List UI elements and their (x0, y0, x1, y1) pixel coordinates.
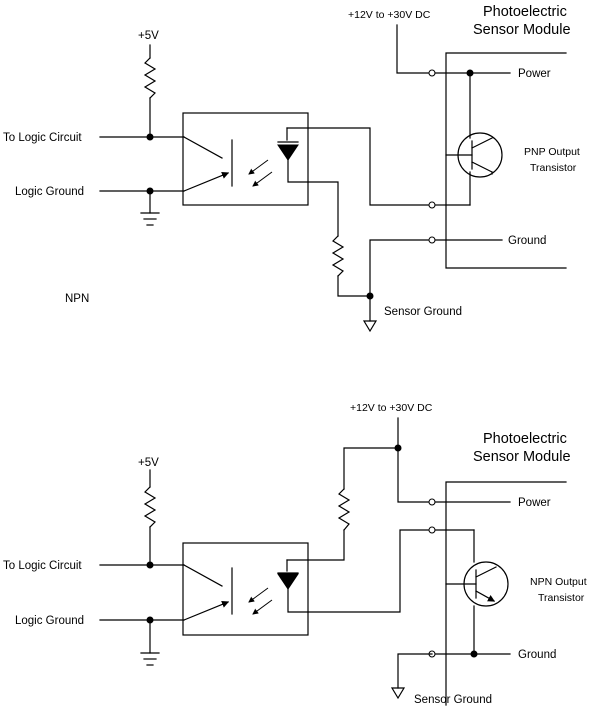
bottom-optocoupler (182, 542, 309, 636)
top-transistor-label-1: PNP Output (524, 146, 580, 158)
bottom-led-resistor (337, 488, 351, 531)
bottom-circuit: +5V To Logic Circuit Logic Ground +12V t… (3, 402, 587, 706)
bottom-module-title-2: Sensor Module (473, 449, 571, 465)
bottom-power-label: Power (518, 497, 551, 509)
top-power-label: Power (518, 68, 551, 80)
bottom-to-logic-label: To Logic Circuit (3, 560, 82, 572)
bottom-transistor-label-1: NPN Output (530, 576, 587, 588)
bottom-light-arrows (248, 587, 273, 615)
bottom-phototransistor (183, 564, 233, 621)
bottom-5v-label: +5V (138, 457, 159, 469)
top-phototransistor (183, 136, 233, 192)
bottom-pullup-resistor (143, 486, 157, 528)
bottom-npn-transistor (445, 529, 509, 655)
top-module-title-1: Photoelectric (483, 4, 567, 20)
bottom-sensor-ground-label: Sensor Ground (414, 694, 492, 706)
top-logic-ground-label: Logic Ground (15, 186, 84, 198)
top-ground-symbol (140, 212, 160, 226)
bottom-sensor-ground-symbol (390, 687, 406, 700)
top-circuit: +5V To Logic Circuit Logic Ground +12V t… (3, 4, 580, 333)
top-module-title-2: Sensor Module (473, 22, 571, 38)
top-dc-label: +12V to +30V DC (348, 9, 431, 21)
top-sensor-ground-symbol (362, 320, 378, 333)
bottom-led (277, 529, 433, 613)
top-led (277, 127, 433, 237)
top-pnp-transistor (445, 72, 503, 206)
bottom-sensor-module (445, 481, 567, 706)
top-pullup-resistor (143, 57, 157, 99)
top-ground-label: Ground (508, 235, 546, 247)
top-sensor-ground-label: Sensor Ground (384, 306, 462, 318)
top-transistor-label-2: Transistor (530, 162, 577, 174)
bottom-module-title-1: Photoelectric (483, 431, 567, 447)
top-5v-label: +5V (138, 30, 159, 42)
bottom-ground-label: Ground (518, 649, 556, 661)
bottom-ground-symbol (140, 652, 160, 666)
top-caption: NPN (65, 293, 89, 305)
top-optocoupler (182, 112, 309, 206)
bottom-logic-ground-label: Logic Ground (15, 615, 84, 627)
top-light-arrows (248, 159, 273, 187)
top-supply-line (396, 24, 433, 74)
bottom-transistor-label-2: Transistor (538, 592, 585, 604)
bottom-dc-label: +12V to +30V DC (350, 402, 433, 414)
top-to-logic-label: To Logic Circuit (3, 132, 82, 144)
top-led-resistor (331, 235, 345, 277)
top-sensor-module (445, 52, 567, 269)
